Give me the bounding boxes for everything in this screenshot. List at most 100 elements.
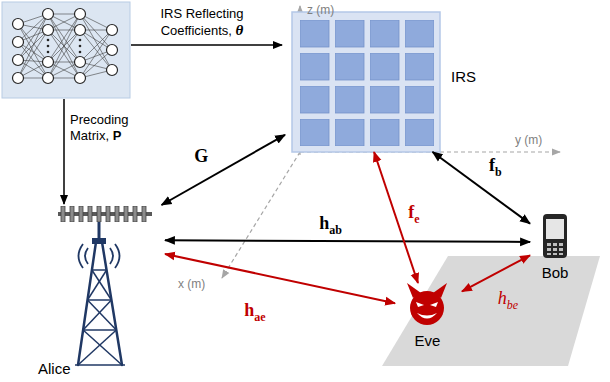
channel-link: [165, 254, 395, 303]
channel-symbol: hae: [244, 300, 265, 322]
base-station-tower: [115, 244, 120, 268]
network-neurons: [107, 65, 118, 76]
control-label: Precoding Matrix, P: [70, 112, 150, 144]
base-station-tower: [88, 299, 112, 301]
symbol-part: θ: [236, 22, 244, 38]
symbol-subscript: e: [414, 211, 419, 225]
label-part: IRS Reflecting Coefficients,: [160, 6, 243, 38]
node-label: IRS: [451, 68, 489, 85]
network-neurons: [43, 9, 54, 20]
base-station-tower: [75, 364, 125, 366]
control-arrow: [131, 44, 282, 46]
mobile-phone: [559, 243, 563, 246]
network-neurons: [79, 51, 82, 54]
control-label: IRS Reflecting Coefficients, θ: [140, 6, 264, 39]
symbol-main: h: [319, 213, 329, 233]
node-label: Bob: [530, 264, 580, 281]
irs-node: IRS: [285, 12, 491, 152]
network-weights: [80, 30, 112, 62]
network-neurons: [43, 57, 54, 68]
symbol-subscript: be: [507, 298, 518, 312]
base-station-tower: [75, 270, 125, 365]
axis-label: y (m): [515, 132, 555, 148]
base-station-tower: [88, 300, 117, 330]
eavesdropper-devil: [407, 283, 447, 325]
mobile-phone: [547, 243, 551, 246]
base-station-tower: [78, 330, 116, 365]
base-station-tower: [83, 329, 116, 331]
irs-panel: [292, 12, 440, 152]
network-weights: [48, 14, 80, 78]
base-station-tower: [102, 242, 122, 365]
channel-symbol: G: [194, 146, 208, 166]
channel-symbol: hbe: [498, 289, 518, 311]
base-station-tower: [79, 244, 84, 268]
network-weights: [18, 14, 112, 78]
mobile-phone: [546, 219, 564, 239]
mobile-phone: [553, 248, 557, 251]
channel-group: [162, 135, 530, 303]
mobile-phone: [547, 248, 551, 251]
eavesdropper-devil: [417, 313, 437, 319]
symbol-part: P: [113, 128, 122, 143]
network-weights: [48, 30, 80, 78]
node-label: Alice: [38, 360, 98, 377]
symbol-main: h: [244, 300, 254, 320]
axis-label: x (m): [178, 276, 218, 292]
base-station-tower: [78, 242, 122, 365]
neural-network-box: [2, 2, 130, 98]
mobile-phone: [553, 243, 557, 246]
channel-symbol: fb: [489, 155, 502, 177]
network-neurons: [47, 45, 50, 48]
axis-label: z (m): [307, 2, 347, 18]
channel-link: [433, 152, 530, 224]
symbol-main: h: [498, 289, 507, 309]
eavesdropper-devil: [410, 291, 444, 325]
node-label: Eve: [395, 332, 460, 349]
base-station-tower: [78, 242, 96, 365]
irs-panel: [300, 20, 434, 146]
mobile-phone: [543, 214, 567, 258]
base-station-tower: [83, 300, 111, 330]
eavesdropper-devil: [430, 302, 438, 307]
network-weights: [48, 14, 80, 78]
network-neurons: [13, 9, 118, 84]
network-neurons: [75, 25, 86, 36]
mobile-phone: [543, 214, 567, 258]
channel-link: [165, 240, 530, 242]
network-neurons: [13, 19, 24, 30]
network-neurons: [47, 39, 50, 42]
network-neurons: [107, 25, 118, 36]
neural-network-box: [2, 2, 130, 98]
network-weights: [18, 30, 48, 78]
channel-symbol: fe: [408, 202, 419, 224]
network-neurons: [75, 57, 86, 68]
mobile-phone: [559, 253, 563, 255]
symbol-subscript: ab: [329, 223, 342, 237]
base-station-tower: [58, 206, 152, 365]
symbol-main: G: [194, 146, 208, 166]
network-neurons: [79, 45, 82, 48]
network-neurons: [13, 55, 24, 66]
mobile-phone: [547, 253, 551, 255]
base-station-tower: [110, 248, 113, 264]
network-weights: [48, 30, 80, 78]
mobile-phone: [547, 243, 563, 255]
base-station-tower: [88, 270, 107, 300]
base-station-tower: [60, 206, 150, 222]
coordinate-axes: [222, 152, 300, 278]
base-station-tower: [79, 244, 120, 268]
base-station-tower: [83, 330, 122, 365]
symbol-main: f: [489, 155, 495, 175]
symbol-main: f: [408, 202, 414, 222]
network-neurons: [79, 39, 82, 42]
network-weights: [48, 14, 80, 62]
bob-node: Bob: [530, 212, 582, 284]
symbol-subscript: ae: [254, 309, 265, 323]
mobile-phone: [559, 248, 563, 251]
eavesdropper-devil: [416, 302, 424, 307]
network-neurons: [43, 73, 54, 84]
control-arrow: [63, 99, 65, 204]
